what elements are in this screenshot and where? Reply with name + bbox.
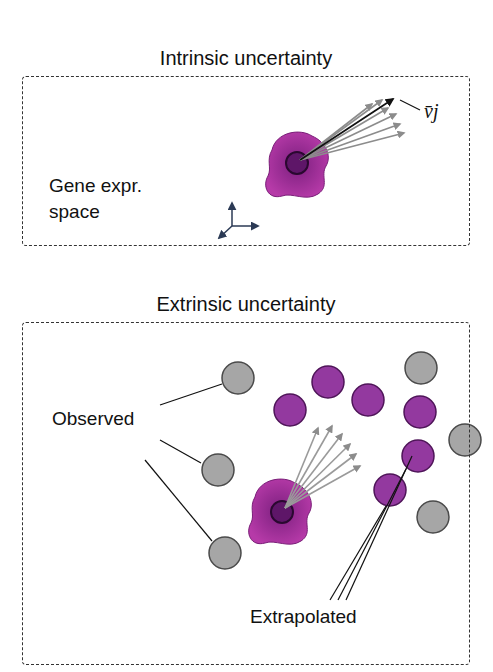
- vector-label: v̄j: [424, 100, 438, 123]
- leader-line: [400, 100, 420, 110]
- velocity-arrows: [300, 100, 404, 160]
- velocity-arrows: [285, 426, 360, 508]
- callout-label: Extrapolated: [250, 606, 357, 628]
- axis-label: Gene expr. space: [49, 173, 189, 225]
- mean-velocity-arrow: [300, 99, 393, 160]
- cell-illustration: [249, 479, 312, 544]
- observed-cells: [202, 352, 481, 569]
- axes-symbol: [219, 203, 258, 238]
- panel-title: Intrinsic uncertainty: [23, 47, 469, 70]
- leader-lines: [145, 384, 412, 600]
- callout-label: Observed: [52, 408, 134, 430]
- dashed-panel: Extrinsic uncertainty: [22, 322, 470, 665]
- cell-illustration: [266, 132, 329, 197]
- dashed-panel: Intrinsic uncertaintyGene expr. space: [22, 76, 470, 246]
- panel-title: Extrinsic uncertainty: [23, 293, 469, 316]
